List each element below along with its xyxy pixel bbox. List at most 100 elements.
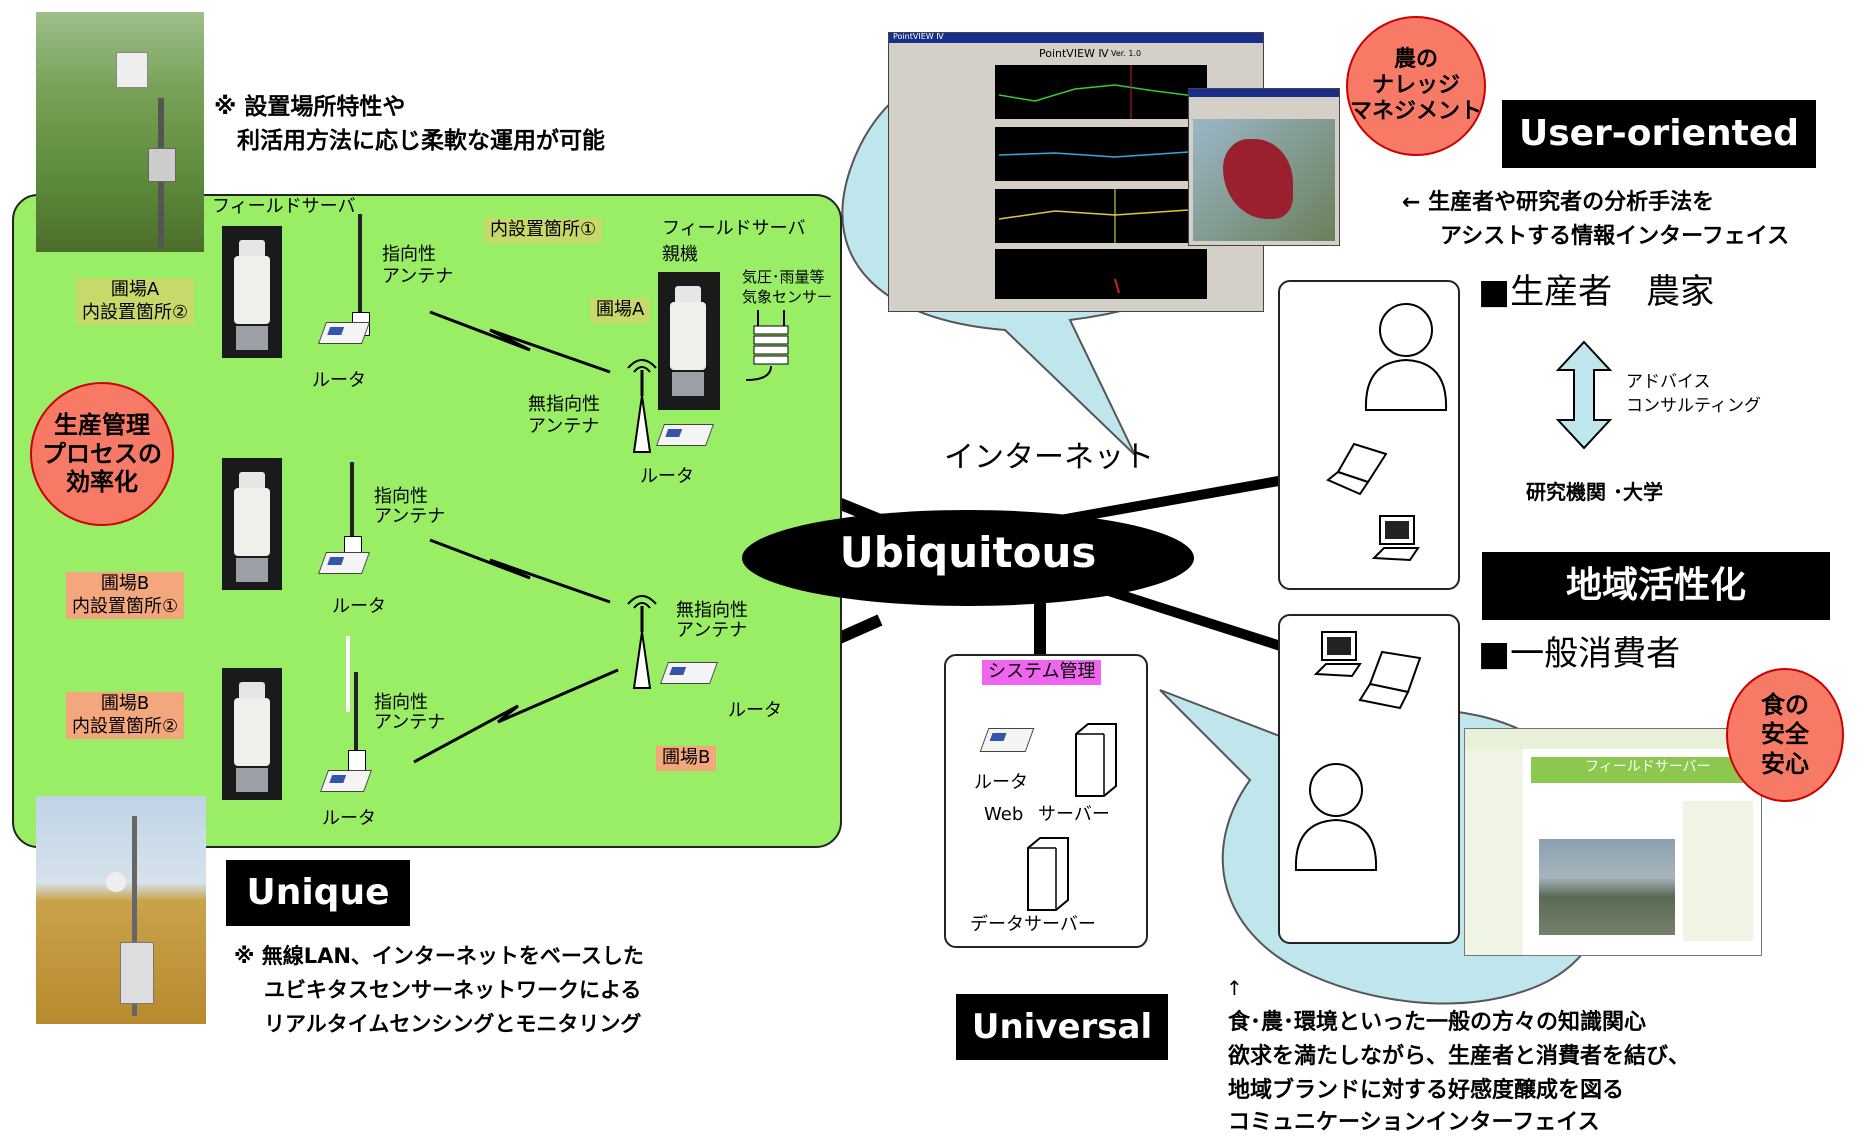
food-safety-circle: 食の 安全 安心 — [1726, 668, 1844, 802]
chart-panel-4 — [995, 249, 1207, 299]
directional-label-2a: 指向性 — [374, 486, 428, 507]
efficiency-line3: 効率化 — [66, 468, 138, 497]
double-arrow-icon — [1555, 340, 1613, 450]
top-note-line1: ※ 設置場所特性や — [214, 94, 406, 120]
knowledge-circle: 農の ナレッジ マネジメント — [1346, 16, 1486, 156]
pointview-version: Ver. 1.0 — [1111, 49, 1142, 58]
plot-a-label: 圃場A — [590, 298, 651, 323]
field-server-unit-1 — [222, 226, 282, 358]
bottom-note-line3: 地域ブランドに対する好感度醸成を図る — [1228, 1078, 1625, 1103]
router-icon-3 — [319, 770, 373, 792]
plot-b-site2-label: 圃場B 内設置箇所② — [66, 692, 185, 739]
laptop-icon-producer — [1326, 442, 1388, 496]
website-brand: フィールドサーバー — [1585, 759, 1711, 775]
data-server-label: データサーバー — [970, 914, 1096, 935]
field-server-unit-3 — [222, 668, 282, 800]
router-label-parent-a: ルータ — [640, 466, 694, 487]
person-icon-consumer — [1294, 763, 1378, 871]
weather-sensor-label-2: 気象センサー — [742, 288, 833, 306]
router-label-parent-b: ルータ — [728, 700, 782, 721]
parent-server-label-1: フィールドサーバ — [662, 218, 806, 239]
server-label: サーバー — [1038, 804, 1110, 825]
consumer-box — [1278, 614, 1460, 944]
desktop-icon-producer — [1371, 515, 1420, 562]
router-icon-1 — [317, 322, 371, 344]
desktop-icon-consumer — [1313, 631, 1362, 678]
camera-window — [1188, 88, 1340, 246]
directional-label-1a: 指向性 — [382, 244, 436, 265]
chart-panel-2 — [995, 127, 1207, 181]
weather-sensor-icon — [746, 310, 789, 381]
plot-b-site1-line1: 圃場B — [100, 573, 150, 594]
router-icon-2 — [317, 552, 371, 574]
bottom-note-line1: 食･農･環境といった一般の方々の知識関心 — [1228, 1010, 1647, 1035]
efficiency-line2: プロセスの — [42, 439, 162, 468]
plot-a-site2-label: 圃場A 内設置箇所② — [76, 278, 195, 325]
unique-title: Unique — [226, 860, 410, 926]
user-oriented-line2: アシストする情報インターフェイス — [1440, 224, 1790, 249]
directional-label-2b: アンテナ — [374, 506, 446, 527]
parent-server-label-2: 親機 — [662, 244, 698, 265]
bottom-note-arrow: ↑ — [1226, 976, 1243, 1000]
universal-title: Universal — [956, 994, 1168, 1060]
omni-label-b1: 無指向性 — [676, 600, 748, 621]
unique-line3: リアルタイムセンシングとモニタリング — [264, 1012, 642, 1036]
web-server-icon — [1075, 723, 1117, 797]
producer-title: ■生産者 農家 — [1478, 272, 1715, 312]
directional-antenna-pole-1 — [358, 214, 362, 344]
wireless-signal-1 — [429, 310, 611, 374]
website-screenshot: フィールドサーバー — [1464, 728, 1762, 956]
advice-label-2: コンサルティング — [1626, 396, 1761, 416]
plot-b-site2-line1: 圃場B — [100, 693, 150, 714]
regional-title: 地域活性化 — [1482, 552, 1830, 620]
plot-a-site2-line1: 圃場A — [110, 279, 160, 300]
omni-antenna-icon-a — [627, 359, 657, 453]
field-photo-top — [36, 12, 204, 252]
advice-label-1: アドバイス — [1626, 372, 1711, 392]
camera-image — [1193, 119, 1335, 241]
research-label: 研究機関 ･大学 — [1526, 480, 1663, 504]
omni-label-a1: 無指向性 — [528, 394, 600, 415]
pointview-app-title: PointVIEW Ⅳ — [1039, 47, 1109, 60]
system-admin-title: システム管理 — [982, 660, 1102, 685]
field-photo-bottom — [36, 796, 206, 1024]
knowledge-line3: マネジメント — [1349, 98, 1482, 124]
person-icon-producer — [1364, 303, 1448, 411]
system-router-label: ルータ — [974, 772, 1028, 793]
knowledge-line1: 農の — [1393, 47, 1438, 73]
user-oriented-title: User-oriented — [1502, 100, 1816, 168]
directional-label-3a: 指向性 — [374, 692, 428, 713]
efficiency-line1: 生産管理 — [54, 410, 150, 439]
internal-site-1-label: 内設置箇所① — [484, 218, 603, 243]
directional-antenna-pole-2 — [350, 462, 354, 572]
food-line3: 安心 — [1761, 749, 1809, 778]
omni-antenna-icon-b — [627, 595, 657, 689]
system-router-icon — [979, 728, 1035, 752]
unique-line1: ※ 無線LAN、インターネットをベースした — [234, 944, 644, 968]
food-line1: 食の — [1761, 691, 1809, 720]
field-server-parent-unit — [658, 272, 720, 410]
pointview-window: PointVIEW Ⅳ PointVIEW Ⅳ Ver. 1.0 — [888, 32, 1264, 312]
ubiquitous-label: Ubiquitous — [839, 528, 1097, 577]
consumer-title: ■一般消費者 — [1478, 634, 1681, 674]
plot-a-site2-line2: 内設置箇所② — [82, 301, 189, 323]
directional-label-3b: アンテナ — [374, 712, 446, 733]
top-note-line2: 利活用方法に応じ柔軟な運用が可能 — [214, 128, 605, 154]
omni-label-a2: アンテナ — [528, 416, 600, 437]
plot-b-site2-line2: 内設置箇所② — [72, 715, 179, 737]
weather-sensor-label-1: 気圧･雨量等 — [742, 268, 825, 286]
wireless-signal-2 — [429, 538, 611, 604]
router-label-2: ルータ — [332, 596, 386, 617]
router-label-3: ルータ — [322, 808, 376, 829]
directional-antenna-pole-3-top — [346, 636, 350, 712]
plot-b-site1-label: 圃場B 内設置箇所① — [66, 572, 185, 619]
router-label-1: ルータ — [312, 370, 366, 391]
omni-label-b2: アンテナ — [676, 620, 748, 641]
directional-antenna-pole-3 — [354, 672, 358, 782]
internet-label: インターネット — [944, 440, 1154, 475]
ubiquitous-ellipse — [742, 510, 1194, 606]
food-line2: 安全 — [1761, 720, 1809, 749]
data-server-icon — [1027, 837, 1069, 911]
field-server-label: フィールドサーバ — [212, 196, 356, 217]
web-label: Web — [984, 804, 1024, 825]
